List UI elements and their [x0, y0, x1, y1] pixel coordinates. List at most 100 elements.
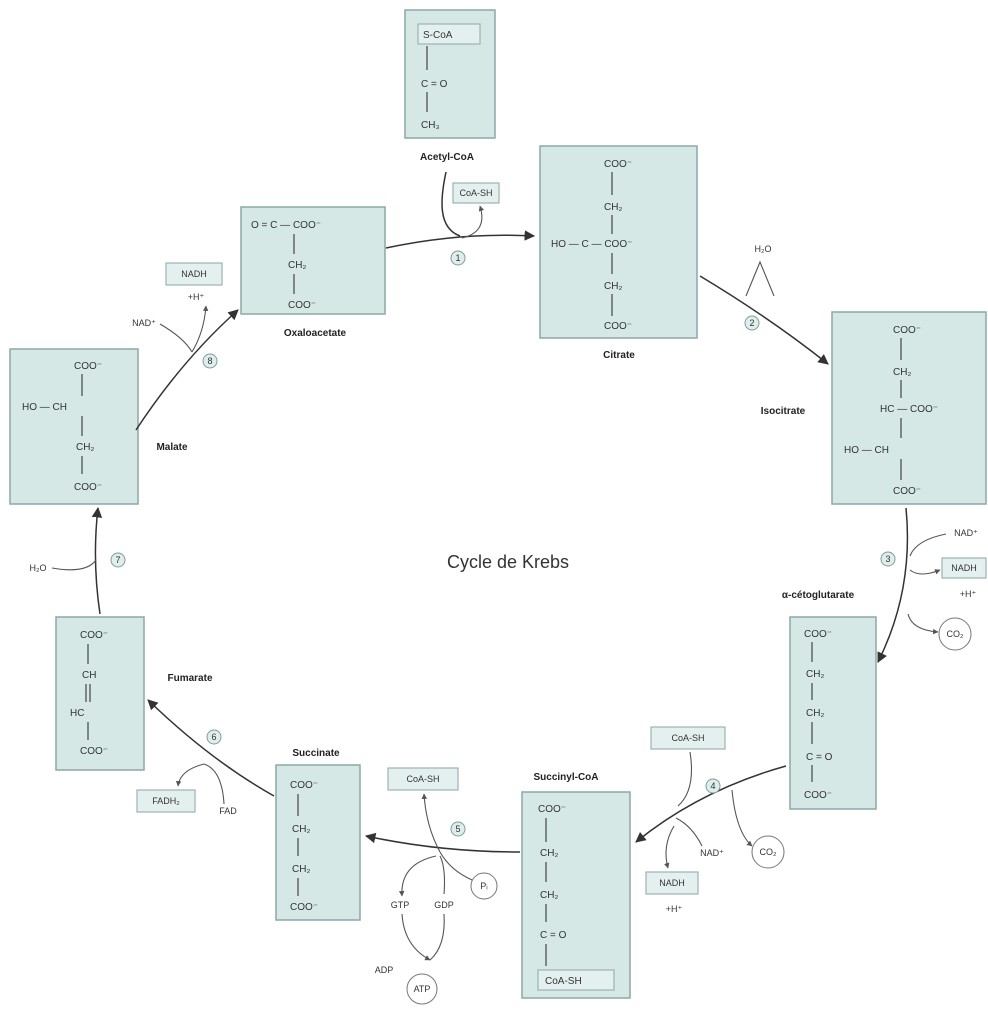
- compound-oxaloacetate: O = C — COO⁻ CH₂ COO⁻ Oxaloacetate: [240, 206, 386, 339]
- cofactors-step-8: NADH +H⁺ NAD⁺: [132, 262, 223, 353]
- arrow-step-4: [635, 765, 787, 843]
- oxaloacetate-line-1: O = C — COO⁻: [251, 220, 321, 231]
- acetylcoa-line-1: S-CoA: [423, 30, 453, 41]
- arrow-step-8: [135, 309, 239, 431]
- step-numbers: 1 2 3 4 5 6 7 8: [110, 250, 896, 837]
- succinate-name: Succinate: [292, 748, 340, 759]
- malate-line-2: HO — CH: [22, 402, 67, 413]
- step-number-3: 3: [885, 554, 890, 564]
- compound-succinyl-coa: COO⁻ CH₂ CH₂ C = O CoA-SH Succinyl-CoA: [521, 772, 631, 999]
- cofactor-nadh-8: NADH: [181, 269, 207, 279]
- cofactor-nadh-3: NADH: [951, 563, 977, 573]
- compound-isocitrate: COO⁻ CH₂ HC — COO⁻ HO — CH COO⁻ Isocitra…: [761, 311, 987, 505]
- succinate-line-4: COO⁻: [290, 902, 318, 913]
- succoa-line-4: C = O: [540, 930, 567, 941]
- akg-line-4: C = O: [806, 752, 833, 763]
- cofactor-nad-8: NAD⁺: [132, 318, 156, 328]
- cofactor-nad-4: NAD⁺: [700, 848, 724, 858]
- oxaloacetate-name: Oxaloacetate: [284, 328, 347, 339]
- cofactor-fad-6: FAD: [219, 806, 237, 816]
- cofactor-coa-sh-5: CoA-SH: [406, 774, 439, 784]
- cycle-arrows: [91, 171, 909, 853]
- isocitrate-name: Isocitrate: [761, 406, 806, 417]
- cofactor-adp-5: ADP: [375, 965, 394, 975]
- cofactor-pi-5: Pᵢ: [480, 881, 487, 891]
- cofactors-step-6: FADH₂ FAD: [136, 763, 237, 816]
- cofactors-step-7: H₂O: [30, 559, 97, 573]
- compound-succinate: COO⁻ CH₂ CH₂ COO⁻ Succinate: [275, 748, 361, 921]
- cofactor-h-8: +H⁺: [188, 292, 205, 302]
- cofactor-nadh-4: NADH: [659, 878, 685, 888]
- acetylcoa-name: Acetyl-CoA: [420, 152, 474, 163]
- isocitrate-line-5: COO⁻: [893, 486, 921, 497]
- step-number-5: 5: [455, 824, 460, 834]
- arrow-step-2: [699, 275, 829, 365]
- step-number-2: 2: [749, 318, 754, 328]
- cofactor-co2-3: CO₂: [947, 629, 965, 639]
- malate-line-4: COO⁻: [74, 482, 102, 493]
- arrow-step-3: [877, 507, 909, 663]
- diagram-title: Cycle de Krebs: [447, 552, 569, 572]
- cofactor-h2o-2: H₂O: [755, 244, 772, 254]
- arrow-step-5: [364, 832, 521, 853]
- succoa-line-5: CoA-SH: [545, 976, 582, 987]
- compound-alpha-cetoglutarate: COO⁻ CH₂ CH₂ C = O COO⁻ α-cétoglutarate: [782, 590, 877, 810]
- compound-acetyl-coa: S-CoA C = O CH₃ Acetyl-CoA: [404, 9, 496, 163]
- compound-fumarate: COO⁻ CH HC COO⁻ Fumarate: [55, 616, 213, 771]
- succoa-line-3: CH₂: [540, 890, 558, 901]
- cofactor-coa-sh-4: CoA-SH: [671, 733, 704, 743]
- step-number-1: 1: [455, 253, 460, 263]
- step-number-8: 8: [207, 356, 212, 366]
- fumarate-line-1: COO⁻: [80, 630, 108, 641]
- fumarate-line-2: CH: [82, 670, 96, 681]
- succoa-name: Succinyl-CoA: [533, 772, 598, 783]
- succoa-line-2: CH₂: [540, 848, 558, 859]
- succinate-line-1: COO⁻: [290, 780, 318, 791]
- succoa-line-1: COO⁻: [538, 804, 566, 815]
- acetylcoa-line-3: CH₃: [421, 120, 440, 131]
- isocitrate-line-3: HC — COO⁻: [880, 404, 938, 415]
- fumarate-name: Fumarate: [167, 673, 212, 684]
- cofactor-gtp-5: GTP: [391, 900, 410, 910]
- akg-name: α-cétoglutarate: [782, 590, 855, 601]
- citrate-line-4: CH₂: [604, 281, 622, 292]
- fumarate-line-3: HC: [70, 708, 84, 719]
- compound-malate: COO⁻ HO — CH CH₂ COO⁻ Malate: [9, 348, 188, 505]
- cofactor-co2-4: CO₂: [760, 847, 778, 857]
- cofactor-fadh2-6: FADH₂: [152, 796, 180, 806]
- citrate-name: Citrate: [603, 350, 635, 361]
- cofactor-nad-3: NAD⁺: [954, 528, 978, 538]
- cofactor-h-4: +H⁺: [666, 904, 683, 914]
- isocitrate-line-2: CH₂: [893, 367, 911, 378]
- cofactor-gdp-5: GDP: [434, 900, 454, 910]
- cofactors-step-5: CoA-SH Pᵢ GTP GDP ADP ATP: [375, 767, 498, 1005]
- citrate-line-2: CH₂: [604, 202, 622, 213]
- cofactors-step-4: CoA-SH NAD⁺ NADH +H⁺ CO₂: [645, 726, 785, 914]
- cofactor-coa-sh-1: CoA-SH: [459, 188, 492, 198]
- cofactors-step-1: CoA-SH: [452, 182, 500, 239]
- step-number-7: 7: [115, 555, 120, 565]
- akg-line-5: COO⁻: [804, 790, 832, 801]
- isocitrate-line-4: HO — CH: [844, 445, 889, 456]
- cofactor-atp-5: ATP: [414, 984, 431, 994]
- citrate-line-3: HO — C — COO⁻: [551, 239, 632, 250]
- akg-line-1: COO⁻: [804, 629, 832, 640]
- cofactors-step-3: NAD⁺ NADH +H⁺ CO₂: [907, 528, 987, 651]
- oxaloacetate-line-3: COO⁻: [288, 300, 316, 311]
- compound-citrate: COO⁻ CH₂ HO — C — COO⁻ CH₂ COO⁻ Citrate: [539, 145, 698, 361]
- acetylcoa-line-2: C = O: [421, 79, 448, 90]
- malate-line-1: COO⁻: [74, 361, 102, 372]
- arrow-step-7: [91, 506, 103, 615]
- citrate-line-5: COO⁻: [604, 321, 632, 332]
- oxaloacetate-line-2: CH₂: [288, 260, 306, 271]
- akg-line-3: CH₂: [806, 708, 824, 719]
- isocitrate-line-1: COO⁻: [893, 325, 921, 336]
- fumarate-line-4: COO⁻: [80, 746, 108, 757]
- step-number-4: 4: [710, 781, 715, 791]
- step-number-6: 6: [211, 732, 216, 742]
- succinate-line-3: CH₂: [292, 864, 310, 875]
- arrow-step-1: [385, 230, 536, 249]
- arrow-step-6: [147, 699, 275, 797]
- malate-name: Malate: [156, 442, 188, 453]
